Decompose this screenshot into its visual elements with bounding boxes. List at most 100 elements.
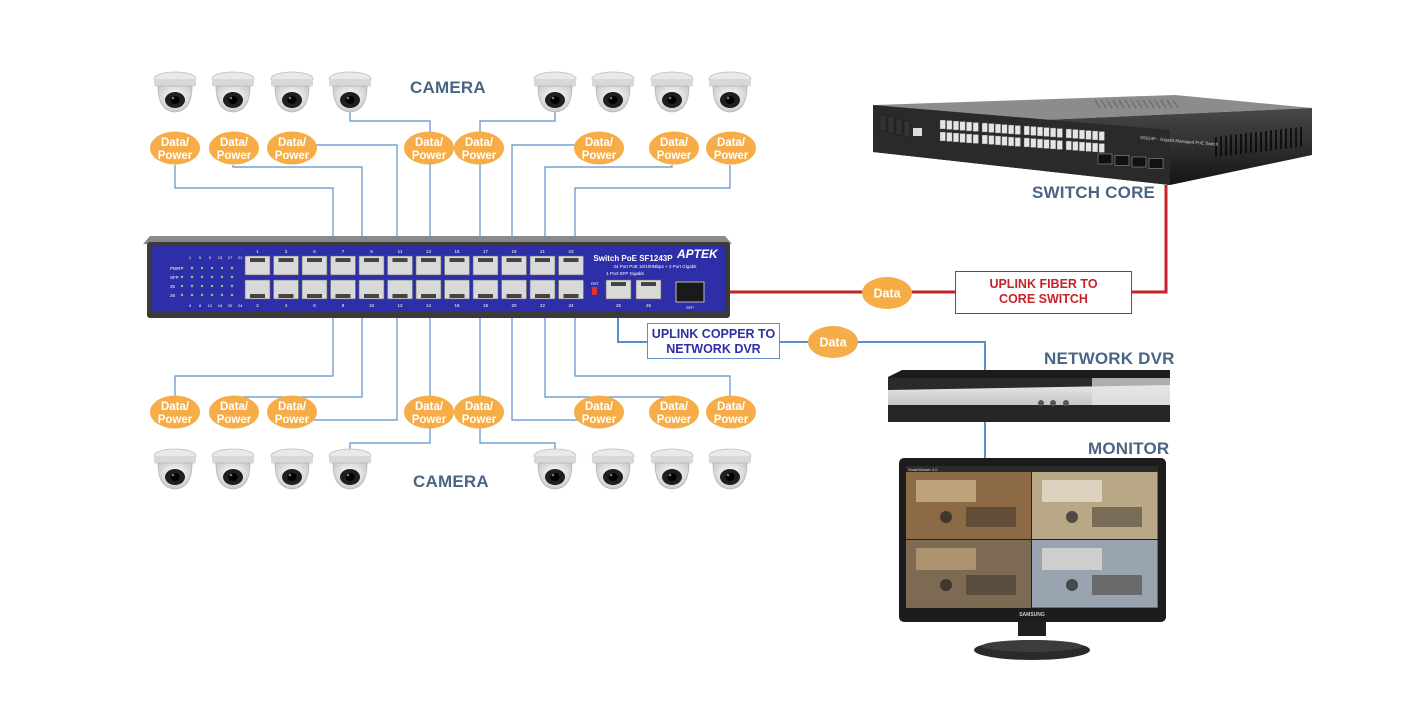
core-rj45-port <box>1001 136 1008 146</box>
data-power-badge: Data/Power <box>706 131 756 165</box>
feed-person <box>1066 511 1078 523</box>
core-sfp-port <box>1148 158 1164 169</box>
camera-lens <box>287 473 297 481</box>
core-rj45-port <box>1008 136 1015 147</box>
vent-slot <box>1148 99 1155 109</box>
uplink-copper-line-2: NETWORK DVR <box>666 342 761 356</box>
cable <box>479 318 556 452</box>
port-number: 1 <box>256 249 259 254</box>
led-number: 9 <box>209 255 212 260</box>
core-rj45-port <box>1085 142 1092 152</box>
port-number: 3 <box>285 249 288 254</box>
dome-camera-icon <box>650 71 694 113</box>
status-led <box>200 275 204 279</box>
led-number: 4 <box>189 303 192 308</box>
badge-line-2: Power <box>158 150 193 162</box>
network-dvr <box>888 370 1170 422</box>
port-number: 13 <box>426 249 432 254</box>
core-rj45-port <box>1072 129 1079 139</box>
cable <box>574 318 731 398</box>
badge-line-1: Data/ <box>585 137 614 149</box>
core-rj45-port <box>1098 143 1105 153</box>
status-led <box>200 284 204 288</box>
status-led <box>200 266 204 270</box>
port-number: 2 <box>256 303 259 308</box>
dome-camera-icon <box>328 448 372 490</box>
cable <box>349 318 431 452</box>
status-led <box>190 275 194 279</box>
badge-bg <box>454 131 504 165</box>
led-number: 13 <box>218 255 223 260</box>
badge-bg <box>706 395 756 429</box>
led-label: 25 <box>170 284 176 289</box>
status-led <box>230 266 234 270</box>
uplink-copper-line-1: UPLINK COPPER TO <box>651 327 776 341</box>
core-rj45-port <box>1030 138 1037 148</box>
port-number: 12 <box>397 303 403 308</box>
core-sfp-port <box>1131 156 1147 168</box>
core-rj45-port <box>1036 138 1043 149</box>
status-led <box>220 275 224 279</box>
badge-bg <box>649 131 699 165</box>
data-power-badge: Data/Power <box>706 395 756 429</box>
rj45-port-latch <box>421 258 436 262</box>
sfp-label: SFP <box>686 305 694 310</box>
port-number: 25 <box>616 303 622 308</box>
status-led <box>210 284 214 288</box>
core-rj45-port <box>966 121 973 132</box>
core-rj45-port <box>1008 124 1015 135</box>
status-led <box>210 293 214 297</box>
core-rj45-port <box>1014 125 1021 135</box>
core-rj45-port <box>1056 128 1063 138</box>
core-rj45-port <box>972 134 979 144</box>
camera-lens-glint <box>288 96 292 100</box>
core-rj45-port <box>953 120 959 131</box>
feed-detail <box>916 480 976 502</box>
port-number: 16 <box>454 303 460 308</box>
monitor-software: SmartViewer 4.0 <box>908 467 938 472</box>
rj45-port-latch <box>449 294 465 298</box>
rj45-port-latch <box>535 258 550 262</box>
badge-text: Data <box>819 336 847 350</box>
badge-line-1: Data/ <box>465 137 494 149</box>
status-led <box>190 284 194 288</box>
rj45-port-latch <box>563 294 579 298</box>
port-number: 26 <box>646 303 652 308</box>
data-power-badge: Data/Power <box>649 131 699 165</box>
camera-lens-glint <box>551 96 555 100</box>
switch-spec-2: 1 Port SFP Gigabit <box>606 271 644 276</box>
sfp-port <box>675 281 705 303</box>
uplink-copper-box: UPLINK COPPER TO NETWORK DVR <box>647 323 780 359</box>
status-led <box>220 293 224 297</box>
badge-line-1: Data/ <box>415 401 444 413</box>
core-rj45-port <box>1050 139 1057 150</box>
data-badge-copper: Data <box>808 326 858 358</box>
data-power-badge: Data/Power <box>209 131 259 165</box>
core-rj45-port <box>946 132 953 142</box>
switch-model: Switch PoE SF1243P <box>593 254 673 263</box>
badge-line-1: Data/ <box>220 137 249 149</box>
camera-lens <box>667 96 677 104</box>
badge-bg <box>404 395 454 429</box>
badge-line-2: Power <box>275 414 310 426</box>
rj45-port-latch <box>250 258 265 262</box>
rj45-port-latch <box>278 294 294 298</box>
badge-bg <box>454 395 504 429</box>
badge-line-2: Power <box>657 150 692 162</box>
port-number: 15 <box>454 249 460 254</box>
core-rj45-port <box>995 123 1001 134</box>
core-switch-model: S5624P - Gigabit Managed PoE Switch <box>1140 135 1219 147</box>
camera-lens <box>228 473 238 481</box>
badge-line-2: Power <box>462 150 497 162</box>
port-number: 22 <box>540 303 546 308</box>
cameras <box>153 71 752 490</box>
uplink-port-latch <box>611 282 626 286</box>
port-number: 7 <box>342 249 345 254</box>
core-rj45-port <box>1014 137 1021 147</box>
uplink-fiber-line-1: UPLINK FIBER TO <box>989 277 1098 291</box>
port-number: 20 <box>511 303 517 308</box>
badge-line-1: Data/ <box>161 137 190 149</box>
feed-detail <box>1042 548 1102 570</box>
badge-bg <box>267 131 317 165</box>
